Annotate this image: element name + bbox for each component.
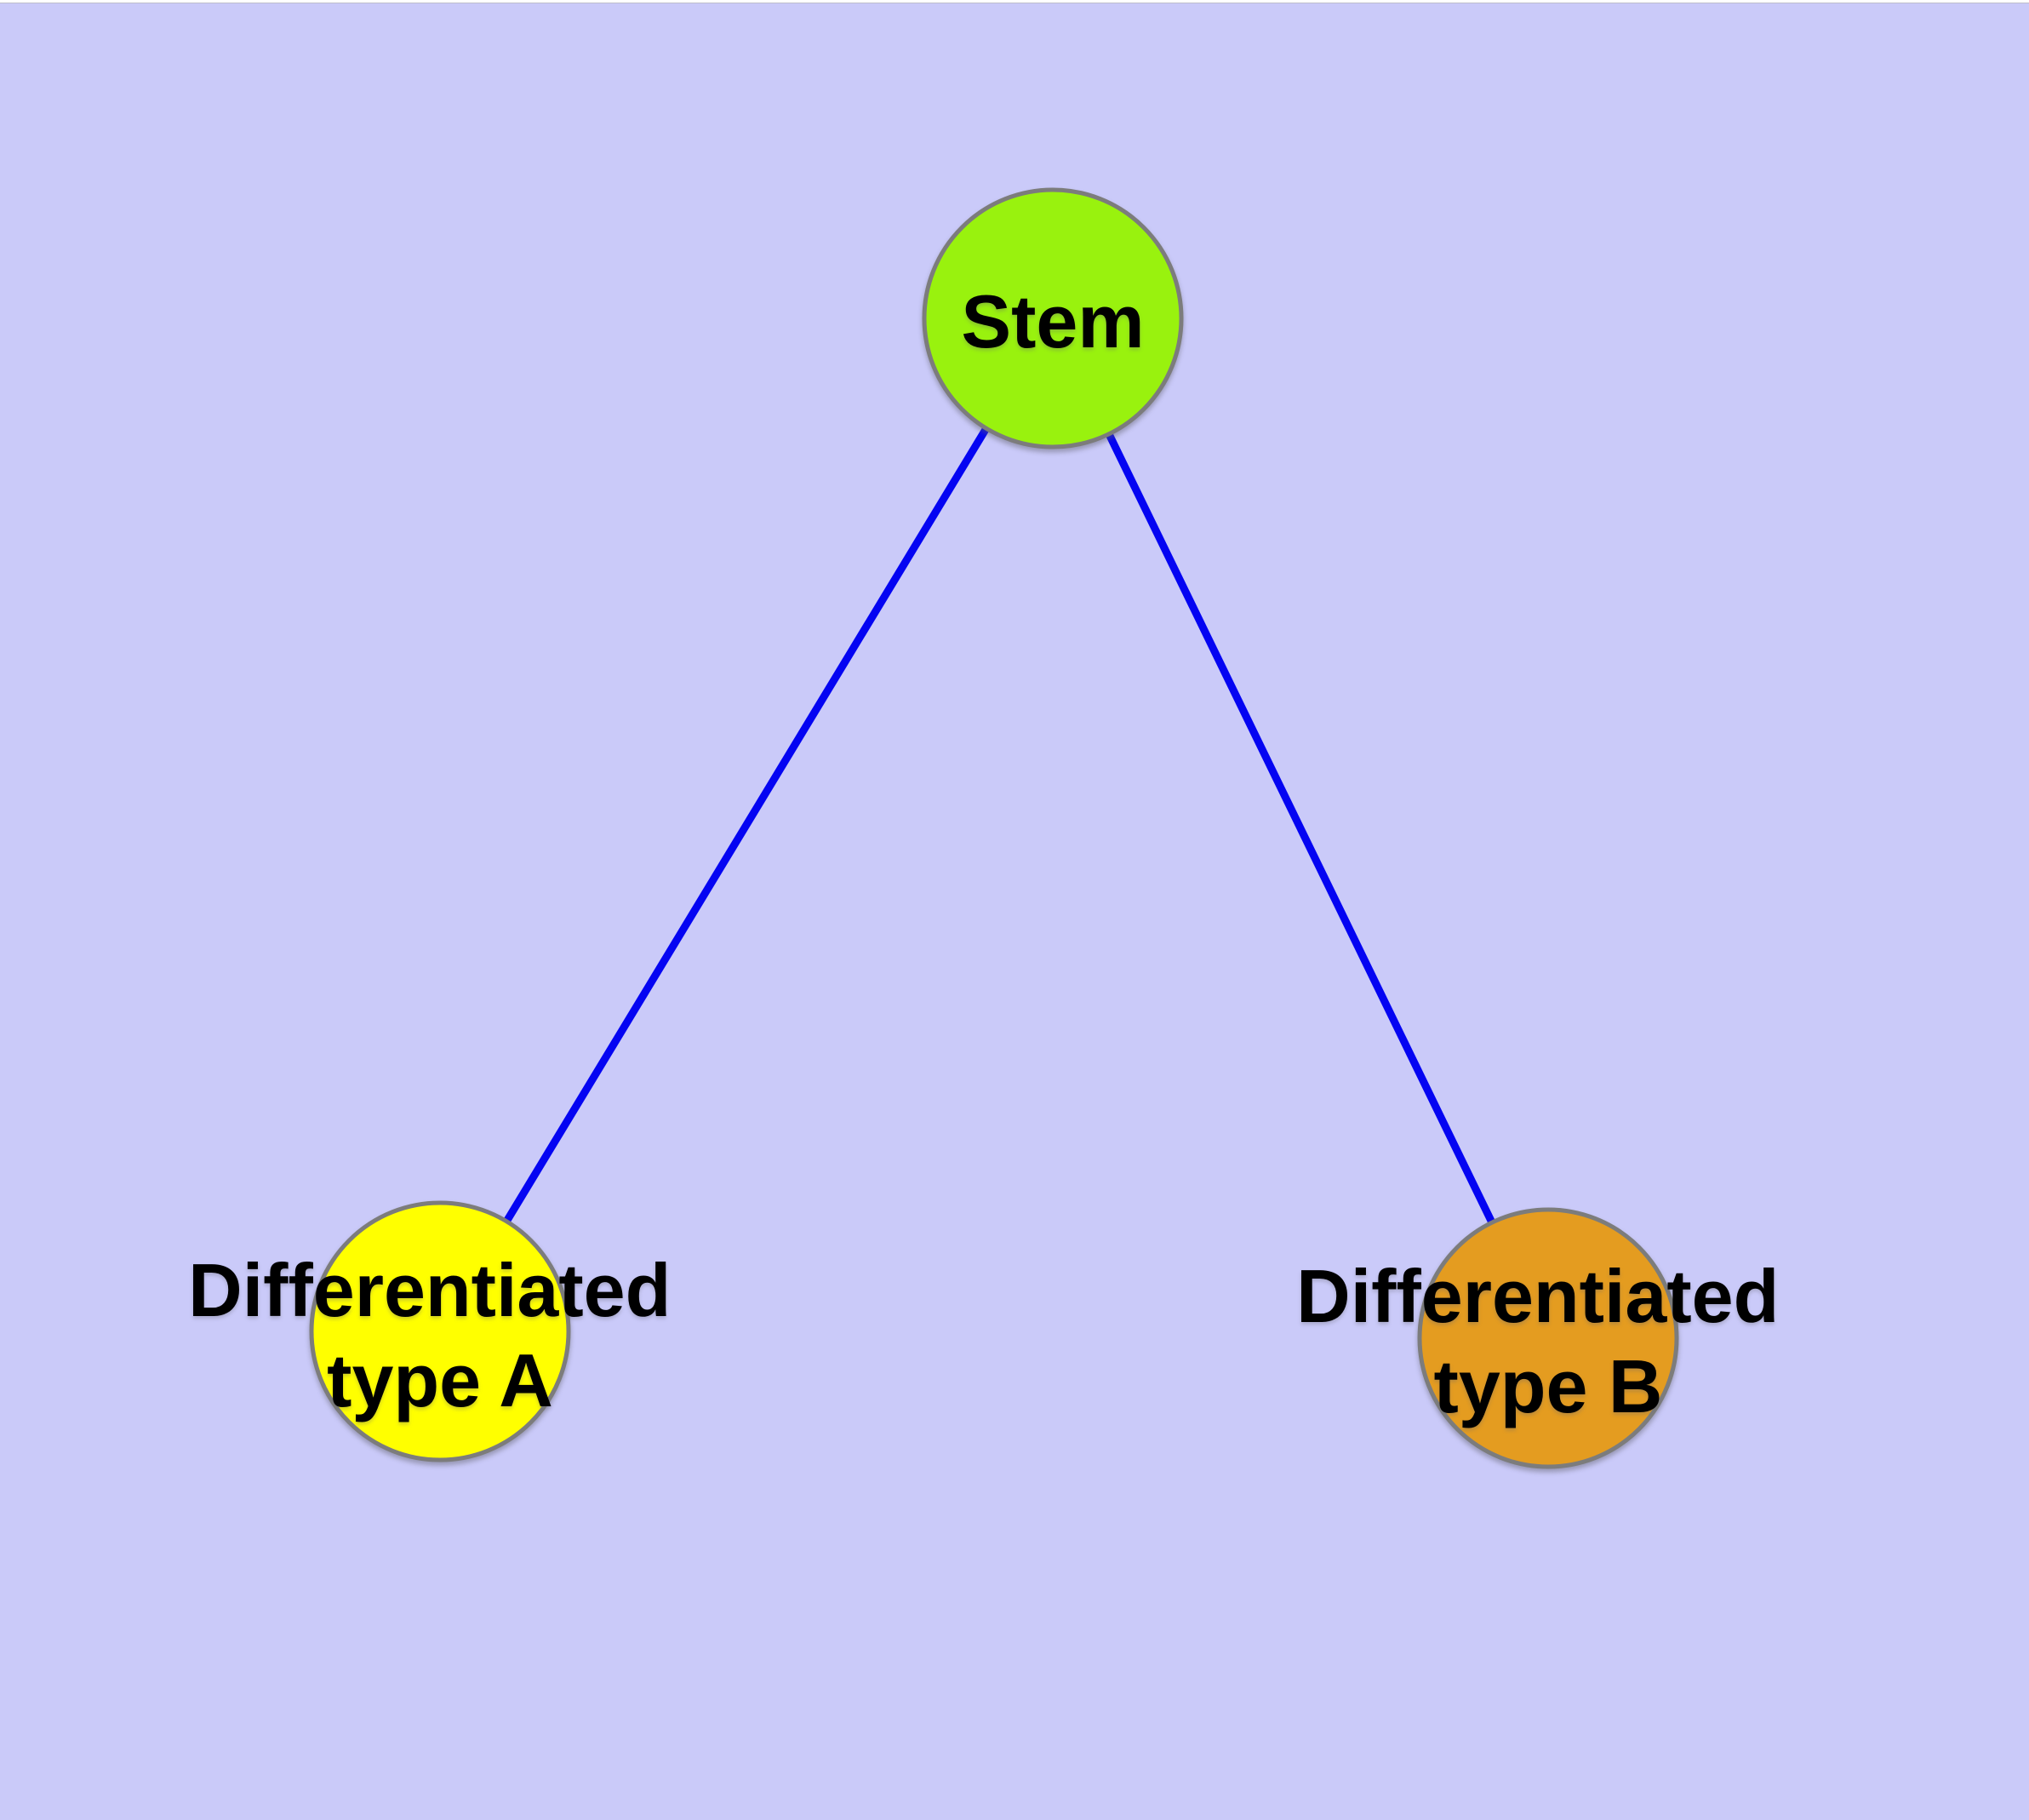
edge-stem-to-type-a — [437, 316, 1056, 1334]
node-differentiated-type-a[interactable] — [309, 1200, 571, 1462]
window-top-edge — [0, 0, 2029, 3]
node-differentiated-type-b[interactable] — [1417, 1207, 1679, 1469]
node-stem[interactable] — [922, 187, 1184, 449]
edge-stem-to-type-b — [1049, 317, 1552, 1340]
